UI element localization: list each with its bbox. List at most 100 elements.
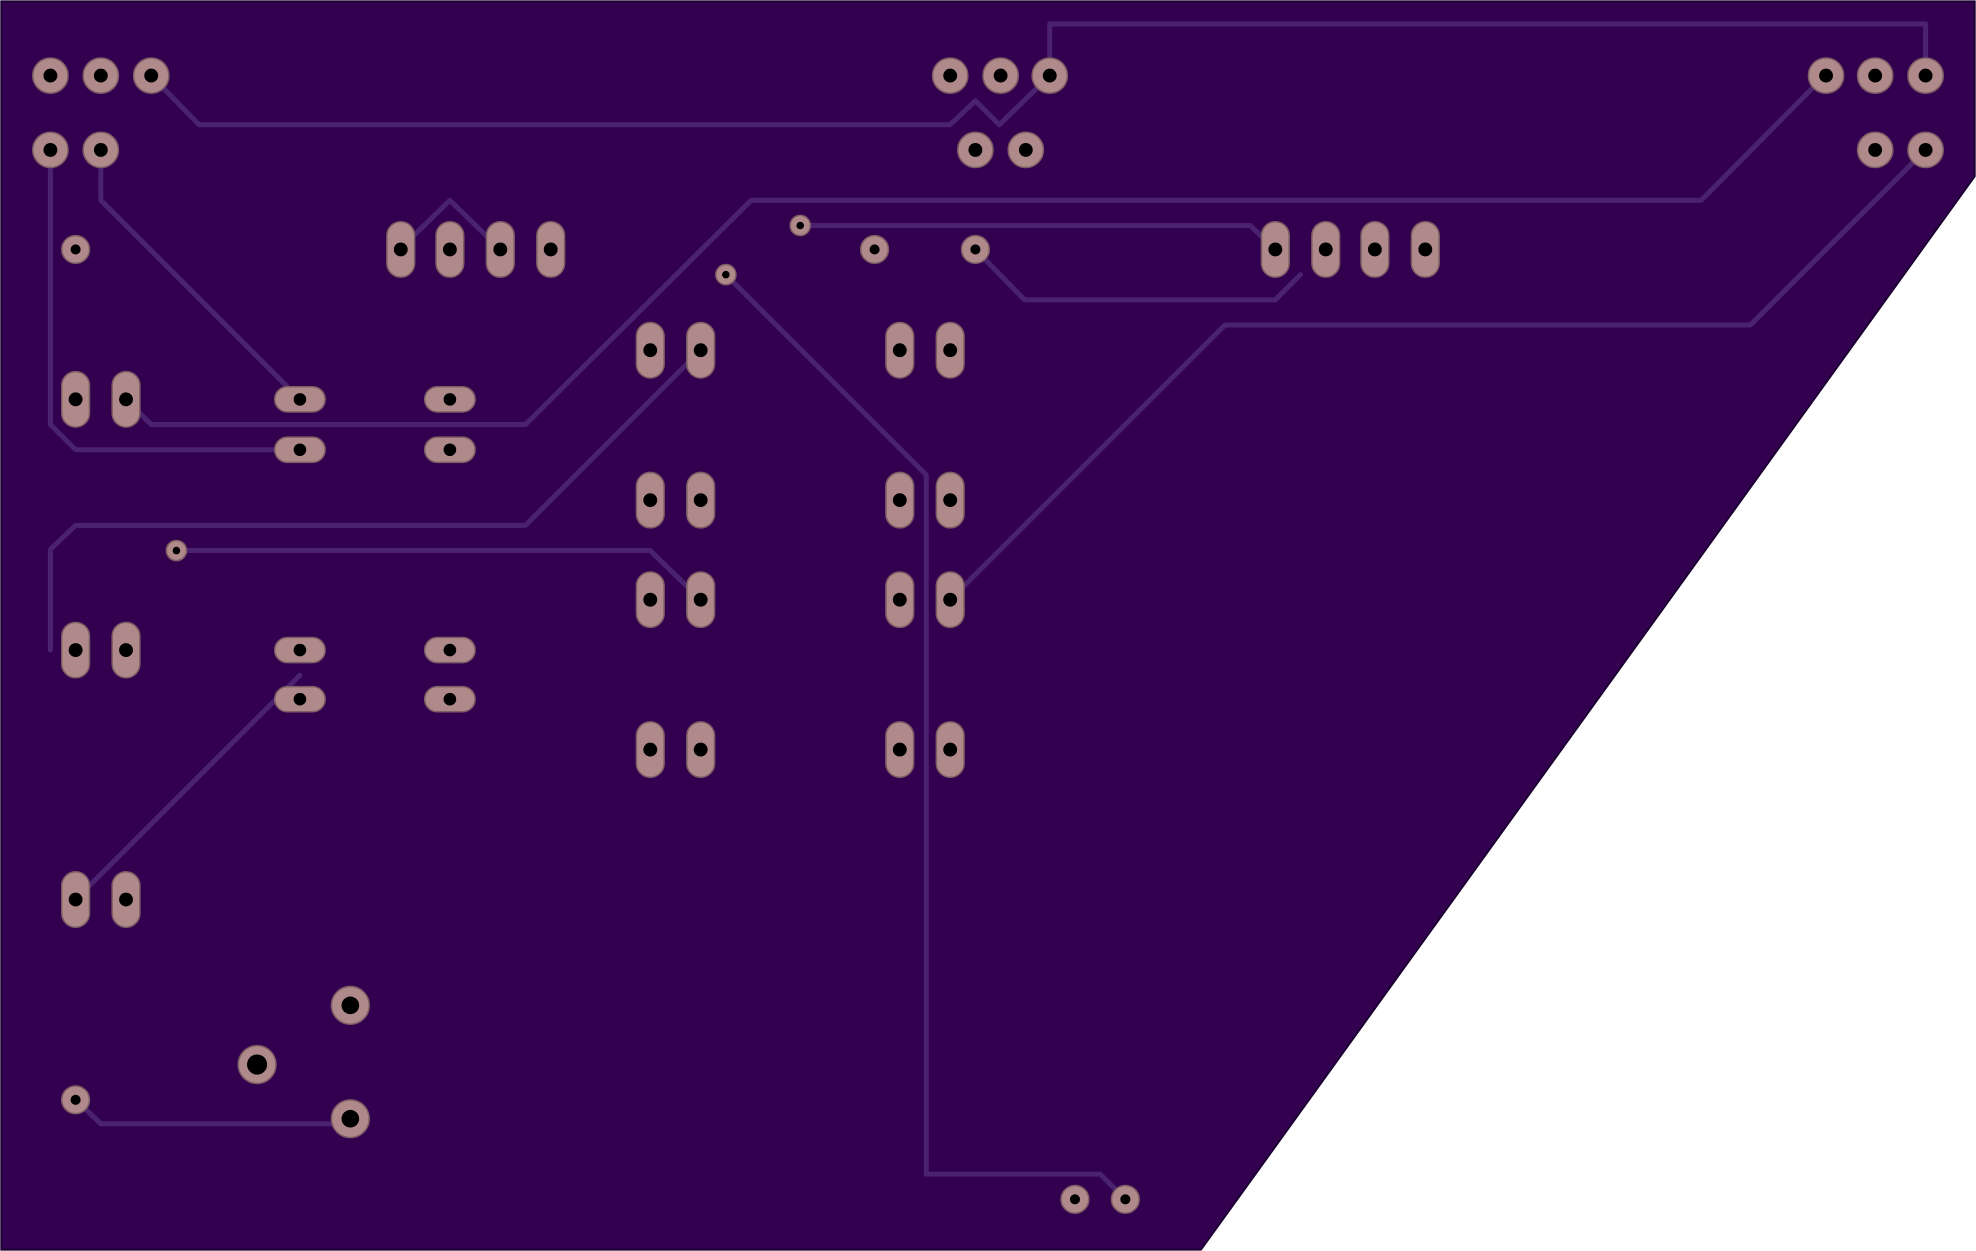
solder-pad [111,370,141,428]
solder-pad [686,721,716,779]
solder-pad [165,539,188,562]
copper-trace [123,73,1828,428]
solder-pad [485,220,515,278]
drill-hole [1367,242,1382,257]
copper-trace [47,147,303,453]
drill-hole [1069,1194,1080,1205]
drill-hole [93,142,108,157]
solder-pad [423,436,476,464]
solder-pad [60,621,91,679]
drill-hole [1418,242,1433,257]
solder-pad [935,571,965,629]
drill-hole [443,692,457,706]
drill-hole [293,443,307,457]
solder-pad [273,436,326,464]
solder-pad [686,321,716,379]
solder-pad [960,234,991,265]
solder-pad [1007,131,1045,169]
drill-hole [796,221,805,230]
drill-hole [943,742,958,757]
solder-pad [1110,1184,1140,1214]
drill-hole [968,142,983,157]
solder-pad [686,471,716,529]
drill-hole [43,68,58,83]
drill-hole [1868,142,1883,157]
solder-pad [635,721,665,779]
solder-pad [1807,57,1845,94]
solder-pad [1856,131,1894,169]
solder-pad [885,321,915,379]
drill-hole [247,1054,268,1075]
solder-pad [330,1099,370,1139]
solder-pad [82,57,120,94]
solder-pad [273,636,326,664]
solder-pad [1060,1184,1090,1214]
solder-pad [935,471,965,529]
copper-trace [1047,21,1929,79]
drill-hole [892,592,907,607]
drill-hole [1819,68,1833,83]
drill-hole [1918,142,1933,157]
drill-hole [393,242,408,257]
drill-hole [341,1109,360,1128]
drill-hole [993,68,1008,83]
solder-pad [386,220,416,278]
solder-pad [32,131,69,169]
solder-pad [789,214,812,237]
drill-hole [943,493,958,508]
drill-hole [119,643,133,657]
drill-hole [442,242,457,257]
drill-hole [693,592,708,607]
drill-hole [1042,68,1057,83]
solder-pad [60,234,91,265]
drill-hole [68,392,83,407]
drill-hole [493,242,508,257]
solder-pad [60,370,91,428]
solder-pad [111,621,141,679]
drill-hole [70,1094,81,1105]
drill-hole [693,343,708,358]
solder-pad [435,220,465,278]
drill-hole [643,493,658,508]
solder-pad [273,685,326,713]
solder-pad [1360,220,1390,278]
drill-hole [68,643,83,657]
solder-pad [237,1044,277,1085]
drill-hole [93,68,108,83]
solder-pad [1031,57,1069,94]
drill-hole [293,692,307,706]
drill-hole [1120,1194,1131,1205]
solder-pad [273,386,326,413]
copper-trace [972,246,1304,303]
copper-trace [947,147,1929,603]
drill-hole [1268,242,1283,257]
solder-pad [423,386,476,413]
solder-pad [1311,220,1341,278]
drill-hole [943,68,958,83]
drill-hole [1318,242,1333,257]
solder-pad [635,321,665,379]
drill-hole [643,343,658,358]
drill-hole [892,493,907,508]
drill-hole [43,142,58,157]
drill-hole [443,393,457,406]
trace-layer [47,21,1929,1202]
solder-pad [859,234,890,265]
copper-trace [73,672,303,903]
solder-pad [82,131,120,169]
solder-pad [132,57,170,94]
solder-pad [935,321,965,379]
solder-pad [885,471,915,529]
solder-pad [330,985,370,1025]
drill-hole [1868,68,1883,83]
drill-hole [70,244,81,255]
solder-pad [1856,57,1894,94]
solder-pad [982,57,1020,94]
solder-pad [635,471,665,529]
solder-pad [111,871,141,928]
solder-pad [931,57,969,94]
solder-pad [423,685,476,713]
solder-pad [1410,220,1440,278]
